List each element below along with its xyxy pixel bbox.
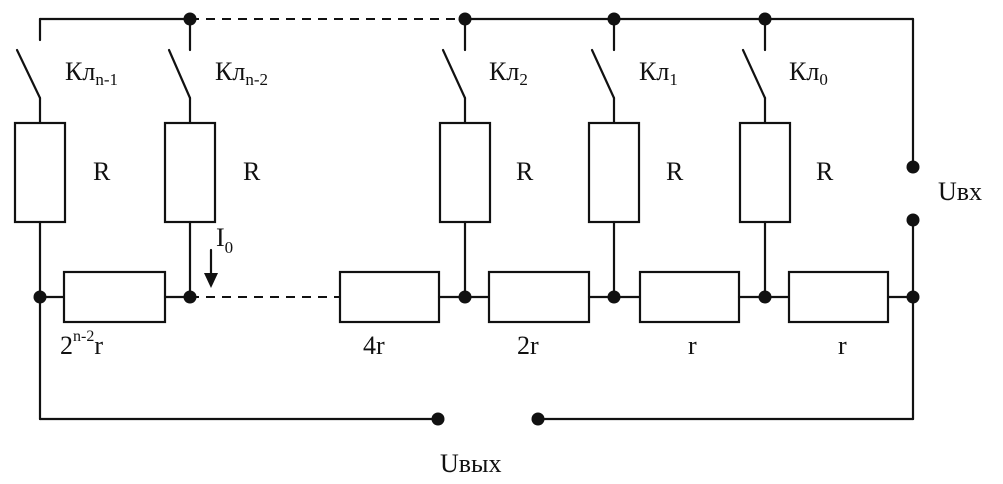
input-terminal-bottom bbox=[906, 213, 920, 227]
resistor-2r bbox=[487, 270, 591, 324]
resistor-label-r-a: r bbox=[688, 331, 697, 360]
top-rail bbox=[38, 17, 915, 167]
junction-top-1 bbox=[183, 12, 197, 26]
ladder-resistor-labels: 2n-2r 4r 2r r r bbox=[60, 328, 847, 360]
switch-labels: Клn-1 Клn-2 Кл2 Кл1 Кл0 bbox=[65, 57, 828, 89]
resistor-4r bbox=[338, 270, 441, 324]
switch-label-0: Кл0 bbox=[789, 57, 828, 89]
resistor-R-n-1 bbox=[13, 121, 67, 224]
terminals bbox=[431, 160, 920, 426]
resistor-label-R-n-2: R bbox=[243, 157, 261, 186]
input-terminal-top bbox=[906, 160, 920, 174]
resistor-label-R-n-1: R bbox=[93, 157, 111, 186]
junction-bottom-4 bbox=[758, 290, 772, 304]
switch-blade-2 bbox=[441, 48, 467, 100]
output-terminal-left bbox=[431, 412, 445, 426]
switch-blade-1 bbox=[590, 48, 616, 100]
junction-nodes bbox=[33, 12, 920, 304]
junction-bottom-0 bbox=[33, 290, 47, 304]
resistor-to-node-wires bbox=[38, 220, 767, 299]
ladder-line bbox=[38, 270, 915, 324]
junction-top-3 bbox=[607, 12, 621, 26]
current-label: I0 bbox=[216, 223, 233, 257]
current-arrow bbox=[204, 248, 218, 288]
resistor-label-r-b: r bbox=[838, 331, 847, 360]
top-drops bbox=[188, 17, 767, 52]
junction-bottom-2 bbox=[458, 290, 472, 304]
junction-bottom-5 bbox=[906, 290, 920, 304]
resistor-2n-2r bbox=[62, 270, 167, 324]
input-side-wires bbox=[536, 218, 915, 421]
junction-top-2 bbox=[458, 12, 472, 26]
switch-label-2: Кл2 bbox=[489, 57, 528, 89]
resistor-r-a bbox=[638, 270, 741, 324]
switch-label-n-1: Клn-1 bbox=[65, 57, 118, 89]
switch-label-1: Кл1 bbox=[639, 57, 678, 89]
switch-blades bbox=[15, 48, 767, 100]
resistor-R-n-2 bbox=[163, 121, 217, 224]
resistor-label-R-0: R bbox=[816, 157, 834, 186]
switch-blade-n-2 bbox=[167, 48, 192, 100]
output-voltage-label: Uвых bbox=[440, 449, 502, 478]
output-terminal-right bbox=[531, 412, 545, 426]
resistor-label-2n-2r: 2n-2r bbox=[60, 328, 103, 360]
resistor-label-R-1: R bbox=[666, 157, 684, 186]
resistor-label-2r: 2r bbox=[517, 331, 539, 360]
output-side-wires bbox=[38, 295, 440, 421]
resistor-R-0 bbox=[738, 121, 792, 224]
resistor-label-4r: 4r bbox=[363, 331, 385, 360]
input-voltage-label: Uвх bbox=[938, 177, 982, 206]
switch-to-resistor-wires bbox=[38, 96, 767, 125]
switch-label-n-2: Клn-2 bbox=[215, 57, 268, 89]
resistor-r-b bbox=[787, 270, 890, 324]
vertical-resistor-labels: R R R R R bbox=[93, 157, 834, 186]
switch-blade-0 bbox=[741, 48, 767, 100]
junction-top-4 bbox=[758, 12, 772, 26]
resistor-label-R-2: R bbox=[516, 157, 534, 186]
resistor-R-2 bbox=[438, 121, 492, 224]
resistor-R-1 bbox=[587, 121, 641, 224]
junction-bottom-1 bbox=[183, 290, 197, 304]
switch-blade-n-1 bbox=[15, 48, 42, 100]
junction-bottom-3 bbox=[607, 290, 621, 304]
vertical-resistors bbox=[13, 121, 792, 224]
